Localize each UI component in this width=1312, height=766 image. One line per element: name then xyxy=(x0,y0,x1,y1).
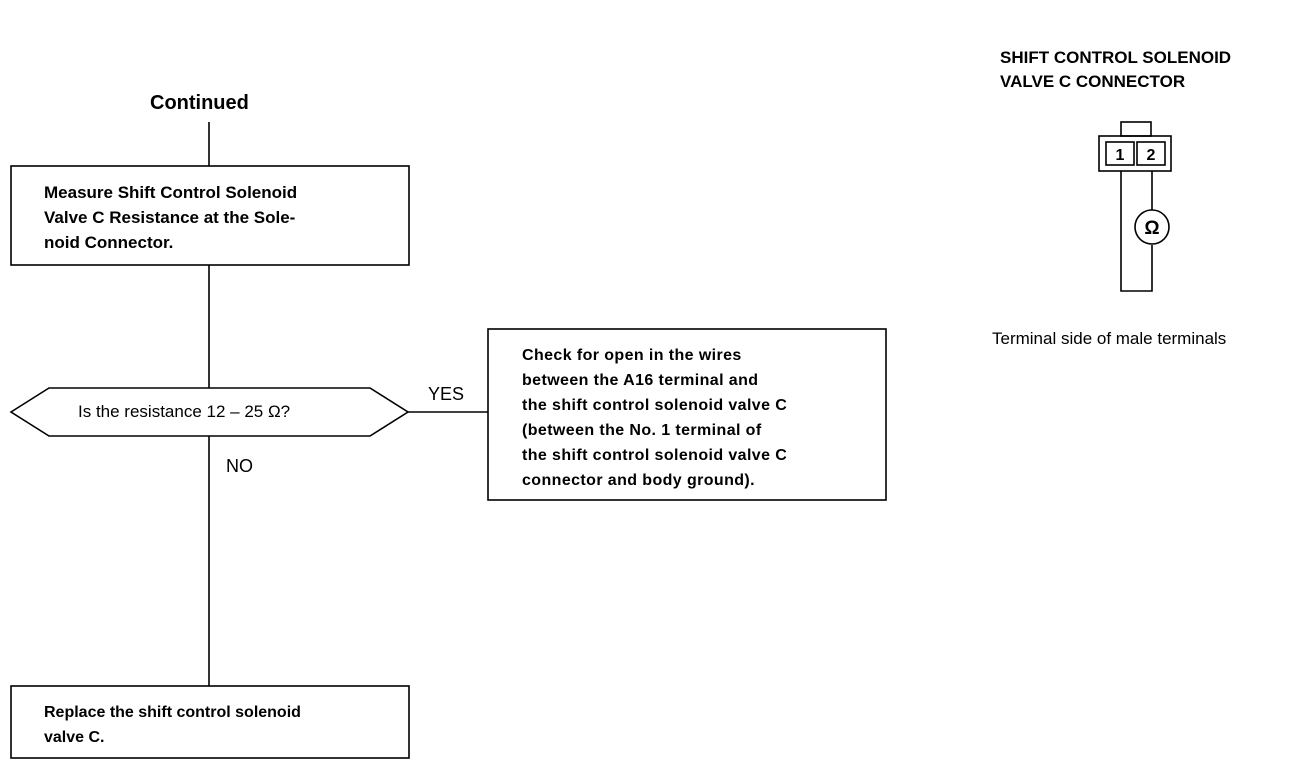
replace-line: Replace the shift control solenoid xyxy=(44,704,301,721)
replace-box-text: Replace the shift control solenoid valve… xyxy=(44,700,301,750)
connector-title-line: SHIFT CONTROL SOLENOID xyxy=(1000,48,1232,67)
connector-tab xyxy=(1120,121,1152,137)
pin-2-cell xyxy=(1136,141,1166,166)
check-line: the shift control solenoid valve C xyxy=(522,447,788,464)
check-box xyxy=(487,328,887,501)
measure-line: Valve C Resistance at the Sole- xyxy=(44,208,296,227)
yes-label: YES xyxy=(428,384,465,404)
pin-1-label: 1 xyxy=(1116,147,1125,164)
check-line: (between the No. 1 terminal of xyxy=(522,422,762,439)
connector-illustration xyxy=(1098,121,1172,292)
check-line: Check for open in the wires xyxy=(522,347,742,364)
check-line: between the A16 terminal and xyxy=(522,372,759,389)
check-line: connector and body ground). xyxy=(522,472,756,489)
decision-question: Is the resistance 12 – 25 Ω? xyxy=(78,402,291,421)
connector-caption: Terminal side of male terminals xyxy=(992,329,1227,348)
connector-housing xyxy=(1098,135,1172,172)
continued-label: Continued xyxy=(150,92,249,114)
check-line: the shift control solenoid valve C xyxy=(522,397,788,414)
measure-line: Measure Shift Control Solenoid xyxy=(44,183,298,202)
ohm-symbol: Ω xyxy=(1144,218,1159,239)
decision-hexagon xyxy=(9,387,410,437)
replace-box xyxy=(10,685,410,759)
pin-2-label: 2 xyxy=(1147,147,1156,164)
pin-1-cell xyxy=(1105,141,1135,166)
connector-title: SHIFT CONTROL SOLENOID VALVE C CONNECTOR xyxy=(1000,46,1231,94)
connector-title-line: VALVE C CONNECTOR xyxy=(1000,72,1186,91)
measure-line: noid Connector. xyxy=(44,233,174,252)
ohmmeter-circle xyxy=(1134,209,1170,245)
no-label: NO xyxy=(226,456,253,476)
measure-box xyxy=(10,165,410,266)
meter-lead xyxy=(1120,171,1153,292)
replace-line: valve C. xyxy=(44,729,105,746)
check-box-text: Check for open in the wires between the … xyxy=(522,343,787,493)
measure-box-text: Measure Shift Control Solenoid Valve C R… xyxy=(44,180,297,255)
